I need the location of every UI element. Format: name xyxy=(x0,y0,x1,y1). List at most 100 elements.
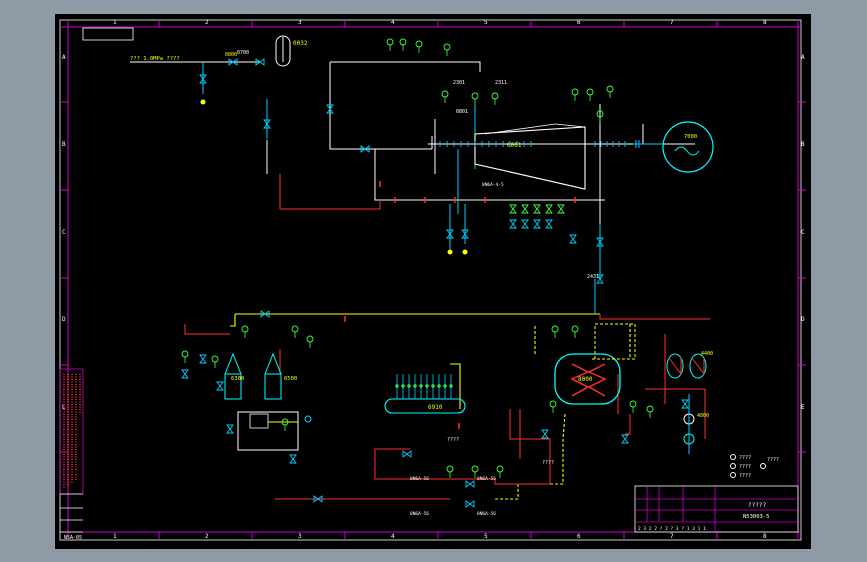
riser-valve xyxy=(407,384,411,388)
valve-icon xyxy=(199,354,207,364)
valve-icon xyxy=(569,234,577,244)
column-label-2-bottom: 2 xyxy=(205,533,209,540)
row-label-A-right: A xyxy=(801,54,805,61)
column-label-2-top: 2 xyxy=(205,19,209,26)
column-label-6-bottom: 6 xyxy=(577,533,581,540)
desuperheater-2431-label: 2431 xyxy=(587,274,599,280)
pump-4400[interactable]: 4400 xyxy=(666,351,713,379)
row-label-D-left: D xyxy=(62,316,66,323)
valve-icon xyxy=(621,434,629,444)
row-label-A-left: A xyxy=(62,54,66,61)
qq-label-1: ???? xyxy=(447,437,459,443)
row-label-C-left: C xyxy=(62,229,66,236)
valve-icon xyxy=(255,58,265,66)
row-label-B-right: B xyxy=(801,141,805,148)
tank-0032[interactable]: 0032 xyxy=(275,35,308,67)
pipe-tick-marks xyxy=(344,141,626,429)
valve-icon xyxy=(228,58,238,66)
instrument-icon xyxy=(606,85,614,93)
riser-valve xyxy=(395,384,399,388)
qq-label-2: ???? xyxy=(542,460,554,466)
instrument-icon xyxy=(211,355,219,363)
column-label-4-top: 4 xyxy=(391,19,395,26)
generator-coupling xyxy=(633,140,663,148)
tank-0032-label: 0032 xyxy=(293,40,308,47)
instrument-icon xyxy=(441,90,449,98)
riser-valve xyxy=(449,384,453,388)
condenser-8000-label: 8000 xyxy=(578,376,593,383)
instrument-icon xyxy=(446,465,454,473)
drawing-frame xyxy=(59,19,802,541)
riser-valve xyxy=(443,384,447,388)
instrument-icon xyxy=(399,38,407,46)
symbol-legend: ???? ???? ???? ???? xyxy=(730,454,779,479)
instrument-icon xyxy=(386,38,394,46)
valve-e4-label: 0N6A-56 xyxy=(477,511,496,517)
instrument-symbols xyxy=(181,38,654,478)
riser-valve xyxy=(437,384,441,388)
instrument-icon xyxy=(629,400,637,408)
valve-icon xyxy=(545,219,553,229)
valve-icon xyxy=(326,104,334,114)
instrument-icon xyxy=(571,88,579,96)
valve-icon xyxy=(521,204,529,214)
column-label-5-top: 5 xyxy=(484,19,488,26)
cyan-pipes xyxy=(202,62,601,314)
instrument-dot xyxy=(447,249,453,255)
legend-item-2: ???? xyxy=(739,464,751,470)
valve-icon xyxy=(360,145,370,153)
column-label-6-top: 6 xyxy=(577,19,581,26)
pump-6300[interactable]: 6300 xyxy=(224,352,244,400)
valve-e1-label: 0N6A-56 xyxy=(410,476,429,482)
instrument-icon xyxy=(551,325,559,333)
instrument-icon xyxy=(181,350,189,358)
column-label-7-bottom: 7 xyxy=(670,533,674,540)
legend-item-1: ???? xyxy=(739,455,751,461)
column-label-3-top: 3 xyxy=(298,19,302,26)
valve-e3-label: 0N6A-56 xyxy=(410,511,429,517)
instrument-icon xyxy=(496,465,504,473)
riser-valve xyxy=(401,384,405,388)
instrument-icon xyxy=(443,43,451,51)
row-label-E-right: E xyxy=(801,404,805,411)
generator-7000-label: 7000 xyxy=(684,134,697,140)
left-block-label: N5A-05 xyxy=(64,535,82,541)
valve-icon xyxy=(446,229,454,239)
valve-icon xyxy=(557,204,565,214)
pump-6500[interactable]: 6500 xyxy=(264,352,297,400)
valve-icon xyxy=(596,274,604,284)
column-label-1-bottom: 1 xyxy=(113,533,117,540)
title-block-title: ????? xyxy=(748,502,766,509)
condenser-8000[interactable]: 8000 xyxy=(554,353,621,405)
extraction-line-label: 0N6A-4-5 xyxy=(482,182,504,188)
instrument-icon xyxy=(646,405,654,413)
valve-icon xyxy=(263,119,271,129)
valve-e2-label: 0N6A-56 xyxy=(477,476,496,482)
valve-0801-label: 0801 xyxy=(456,109,468,115)
column-label-5-bottom: 5 xyxy=(484,533,488,540)
turbine-casing[interactable]: 0001 xyxy=(474,123,586,190)
instrument-icon xyxy=(471,92,479,100)
water-tank[interactable] xyxy=(237,411,312,451)
instrument-icon xyxy=(415,40,423,48)
condenser-hotwell xyxy=(594,323,636,360)
pump-4800[interactable]: 4800 xyxy=(683,394,709,454)
instrument-icon xyxy=(491,92,499,100)
steam-pipes xyxy=(130,37,695,224)
generator-7000[interactable]: 7000 xyxy=(662,121,714,173)
inlet-spec-label: ??? 1.0MPa ???? xyxy=(130,56,180,62)
instrument-icon xyxy=(241,325,249,333)
valve-icon xyxy=(402,450,412,458)
column-label-7-top: 7 xyxy=(670,19,674,26)
valve-icon xyxy=(521,219,529,229)
left-notes-block: N5A-05 xyxy=(59,368,84,541)
row-label-D-right: D xyxy=(801,316,805,323)
header-6910[interactable]: 6910 xyxy=(384,398,466,414)
title-block-drawing-no: N53003-5 xyxy=(743,514,770,520)
column-ticks xyxy=(158,20,718,540)
riser-valve xyxy=(431,384,435,388)
instrument-icon xyxy=(306,335,314,343)
header-6910-label: 6910 xyxy=(428,404,443,411)
